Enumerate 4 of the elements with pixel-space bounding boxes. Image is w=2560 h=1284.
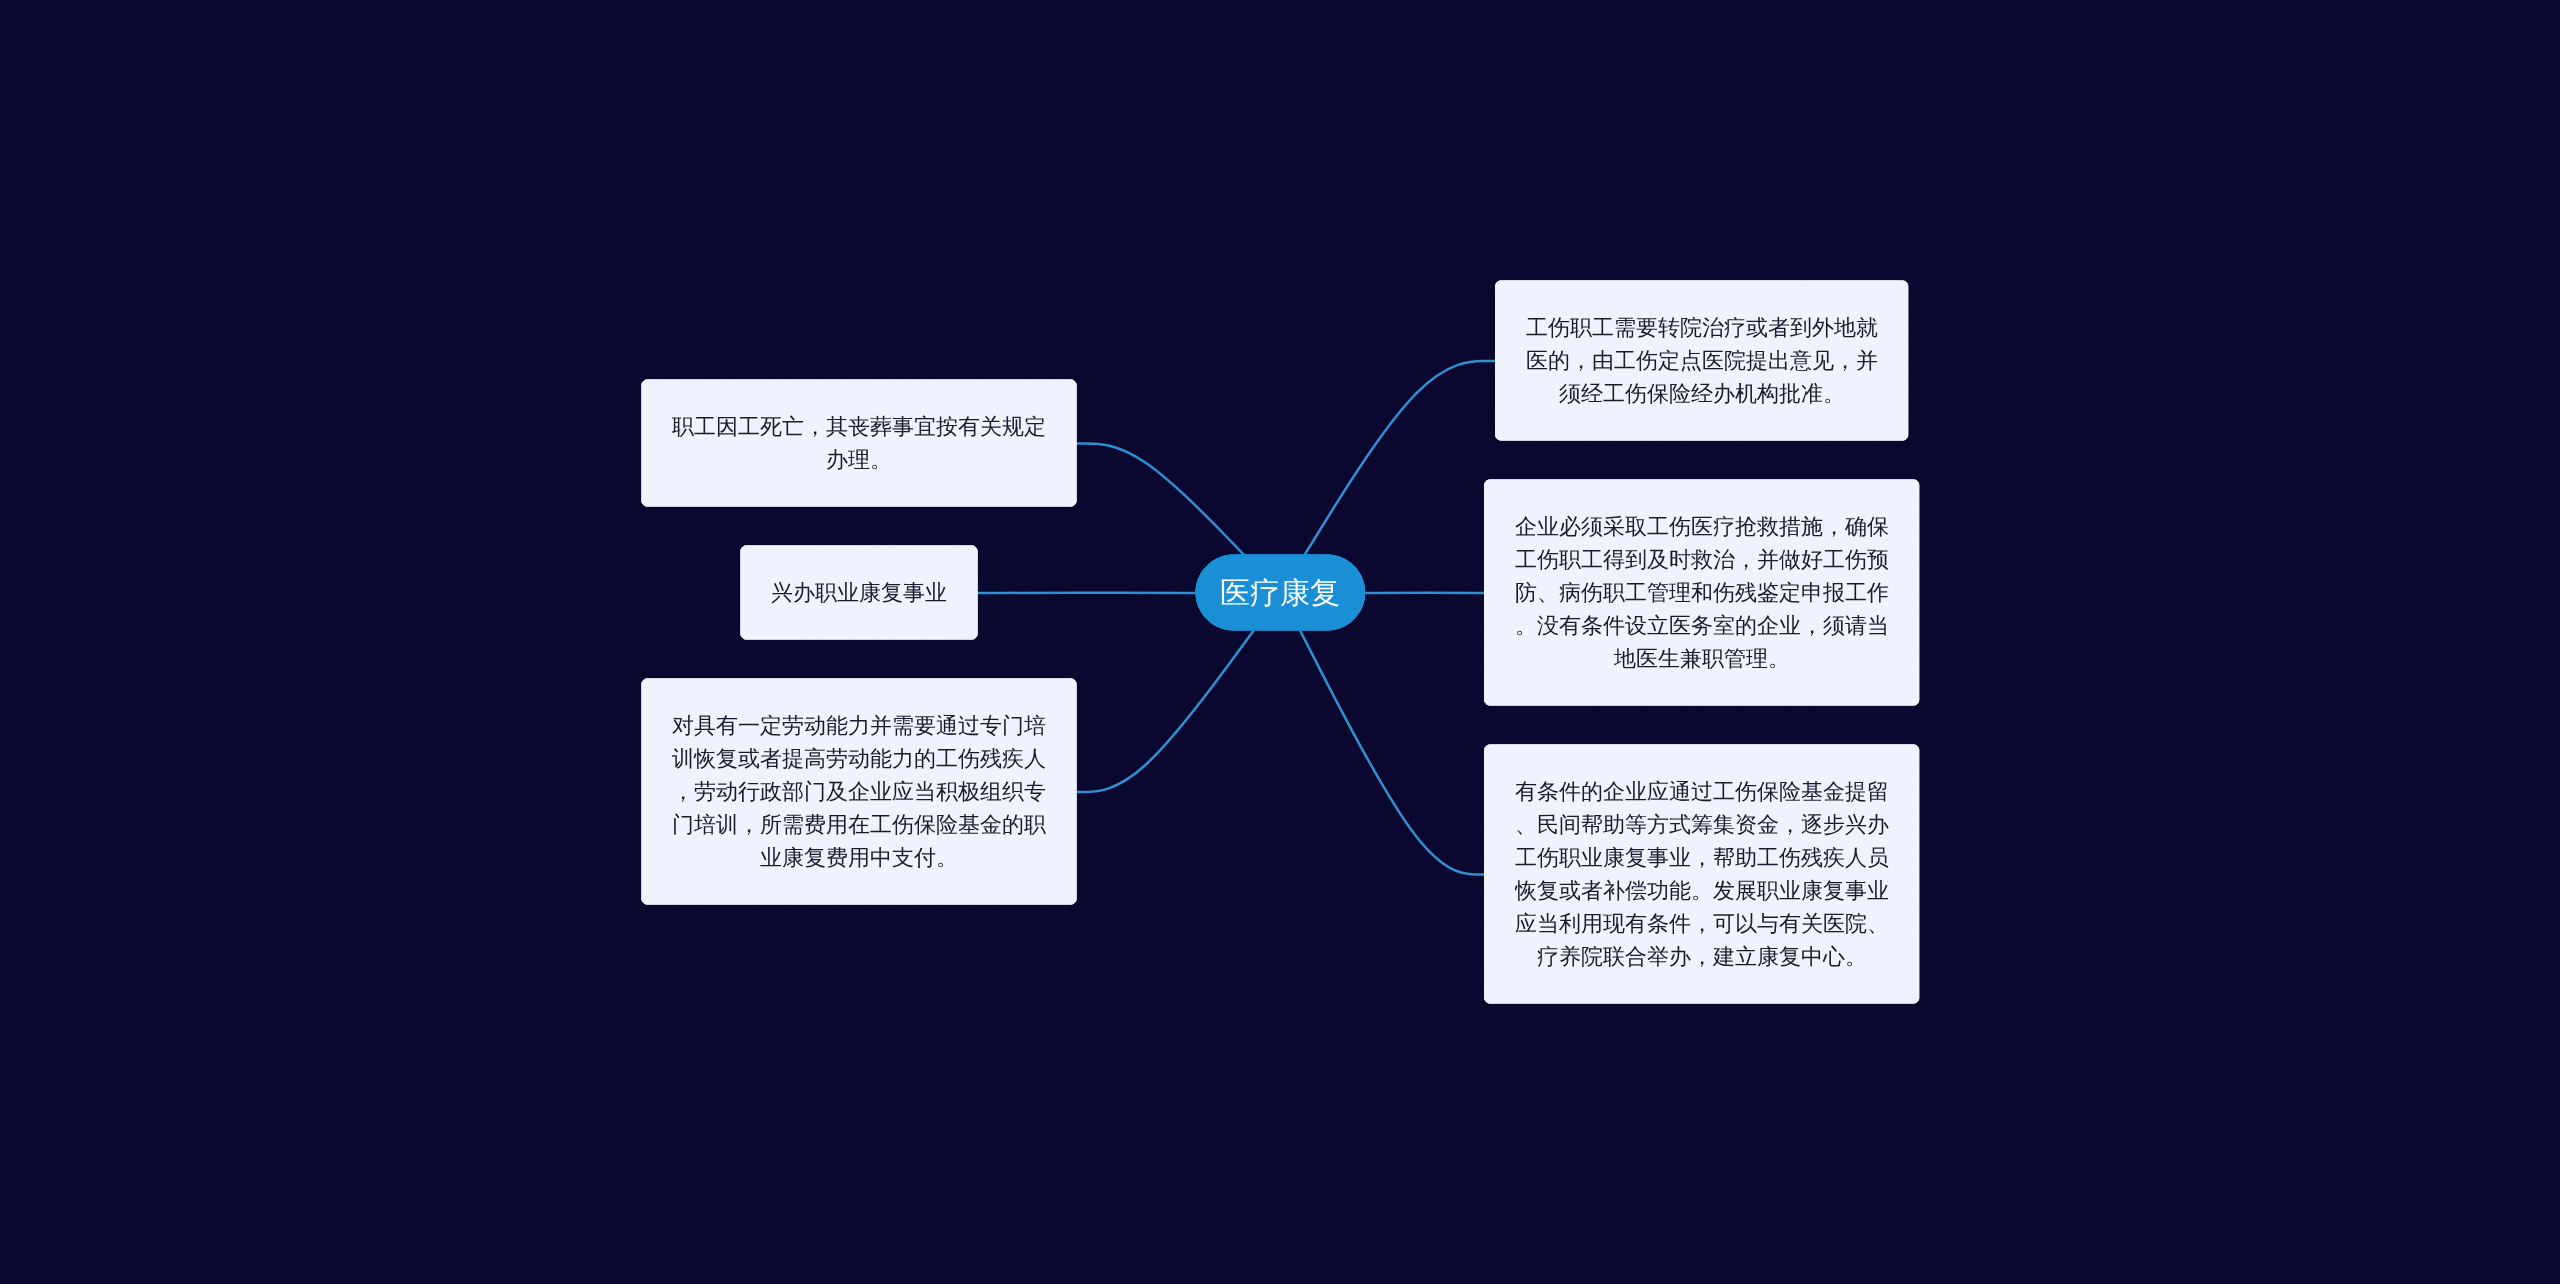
connector bbox=[1298, 629, 1485, 876]
connector bbox=[1076, 629, 1255, 794]
connector bbox=[1364, 591, 1485, 595]
connector bbox=[977, 591, 1197, 595]
